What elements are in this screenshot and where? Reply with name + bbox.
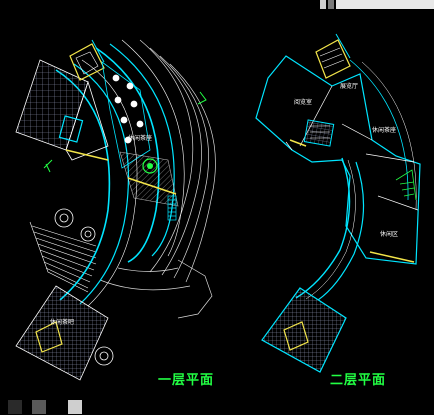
- tea-lounge-area-1: 休闲茶座: [101, 61, 152, 169]
- floor-plan-1: 休闲茶座 休闲茶吧: [15, 39, 216, 381]
- tilted-grid-room-bottom: 休闲茶吧: [15, 285, 109, 381]
- room-label-leisure-area-2: 休闲区: [380, 230, 398, 238]
- curved-corridor-2: [295, 157, 365, 301]
- window-toolbar-strip: [320, 0, 434, 9]
- terrain-lines: [99, 39, 216, 319]
- stair-strip-1: [167, 195, 177, 221]
- north-arrow-1: [197, 91, 207, 105]
- floor-plan-2-title: 二层平面: [330, 373, 387, 388]
- tree-icons: [54, 208, 114, 366]
- tilted-grid-room-top: [15, 59, 109, 173]
- ramp-lines: [29, 221, 97, 293]
- courtyard-planting: [119, 151, 179, 207]
- floor-2-outline: [255, 55, 421, 265]
- tilted-grid-room-bottom-2: [261, 287, 347, 373]
- floor-plan-2: 阅览室 展览厅 休闲茶座 休闲区: [255, 33, 421, 373]
- color-swatch-light: [68, 400, 82, 414]
- floor-plan-1-title: 一层平面: [158, 373, 215, 388]
- color-swatch-gray: [32, 400, 46, 414]
- table-icons: [112, 74, 144, 144]
- room-label-exhibition-hall: 展览厅: [340, 82, 358, 90]
- room-label-tea-lounge-2: 休闲茶座: [372, 126, 396, 134]
- floor-2-partitions: [285, 85, 419, 211]
- room-label-reading-room: 阅览室: [294, 98, 312, 106]
- curved-building-1: [55, 39, 185, 307]
- stair-core-top: [69, 39, 105, 81]
- color-swatch-dark: [8, 400, 22, 414]
- right-wing-stair: [395, 169, 417, 201]
- yellow-wall-2b: [369, 251, 415, 263]
- yellow-wall-2a: [289, 139, 307, 147]
- central-stair-2: [303, 119, 335, 147]
- stair-core-2: [315, 33, 351, 79]
- room-label-tea-bar-1: 休闲茶吧: [50, 318, 74, 326]
- room-label-tea-lounge-1: 休闲茶座: [128, 134, 152, 142]
